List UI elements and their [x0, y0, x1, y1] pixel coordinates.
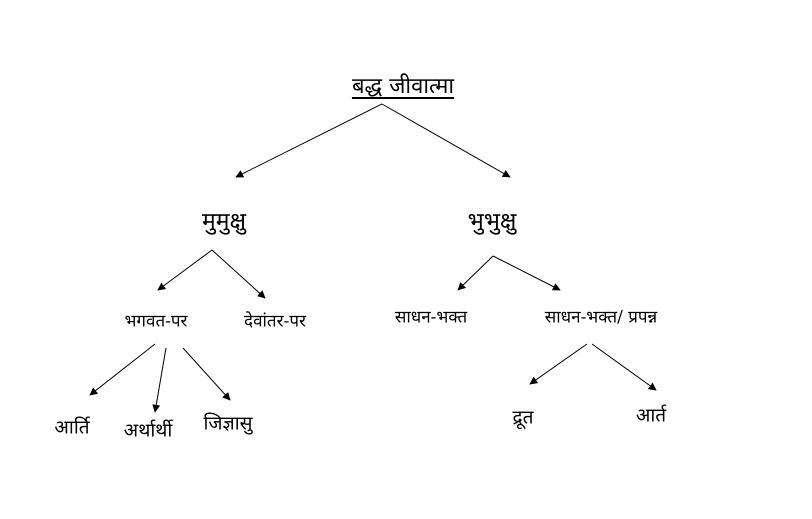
- node-bubhukshu: भुभुक्षु: [467, 208, 517, 235]
- node-sadhan-bhakt: साधन-भक्त: [394, 307, 468, 328]
- arrow-prapann-to-aart: [591, 343, 657, 391]
- node-mumukshu: मुमुक्षु: [202, 208, 246, 235]
- node-jigyasu: जिज्ञासु: [203, 412, 253, 435]
- node-sadhan-bhakt-prapann: साधन-भक्त/ प्रपन्न: [544, 307, 658, 328]
- arrow-bubhukshu-to-sadhan-bhakt-prapann: [492, 255, 561, 291]
- node-devantar-par: देवांतर-पर: [244, 311, 306, 332]
- arrow-mumukshu-to-devantar-par: [211, 249, 266, 299]
- arrow-bhagavat-par-to-artharthi: [152, 347, 167, 413]
- arrow-bubhukshu-to-sadhan-bhakt: [457, 255, 494, 291]
- arrow-bhagavat-par-to-aarti: [89, 343, 156, 396]
- node-aart: आर्त: [635, 404, 667, 427]
- arrow-prapann-to-drupt: [529, 343, 588, 385]
- arrow-root-to-mumukshu: [235, 103, 383, 178]
- arrow-root-to-bubhukshu: [381, 103, 511, 178]
- arrow-mumukshu-to-bhagavat-par: [157, 249, 213, 291]
- node-drupt: द्रूत: [512, 406, 534, 429]
- node-root: बद्ध जीवात्मा: [351, 74, 455, 99]
- node-bhagavat-par: भगवत-पर: [124, 311, 188, 332]
- arrow-bhagavat-par-to-jigyasu: [182, 347, 231, 401]
- node-aarti: आर्ति: [54, 416, 90, 439]
- node-artharthi: अर्थार्थी: [123, 419, 173, 442]
